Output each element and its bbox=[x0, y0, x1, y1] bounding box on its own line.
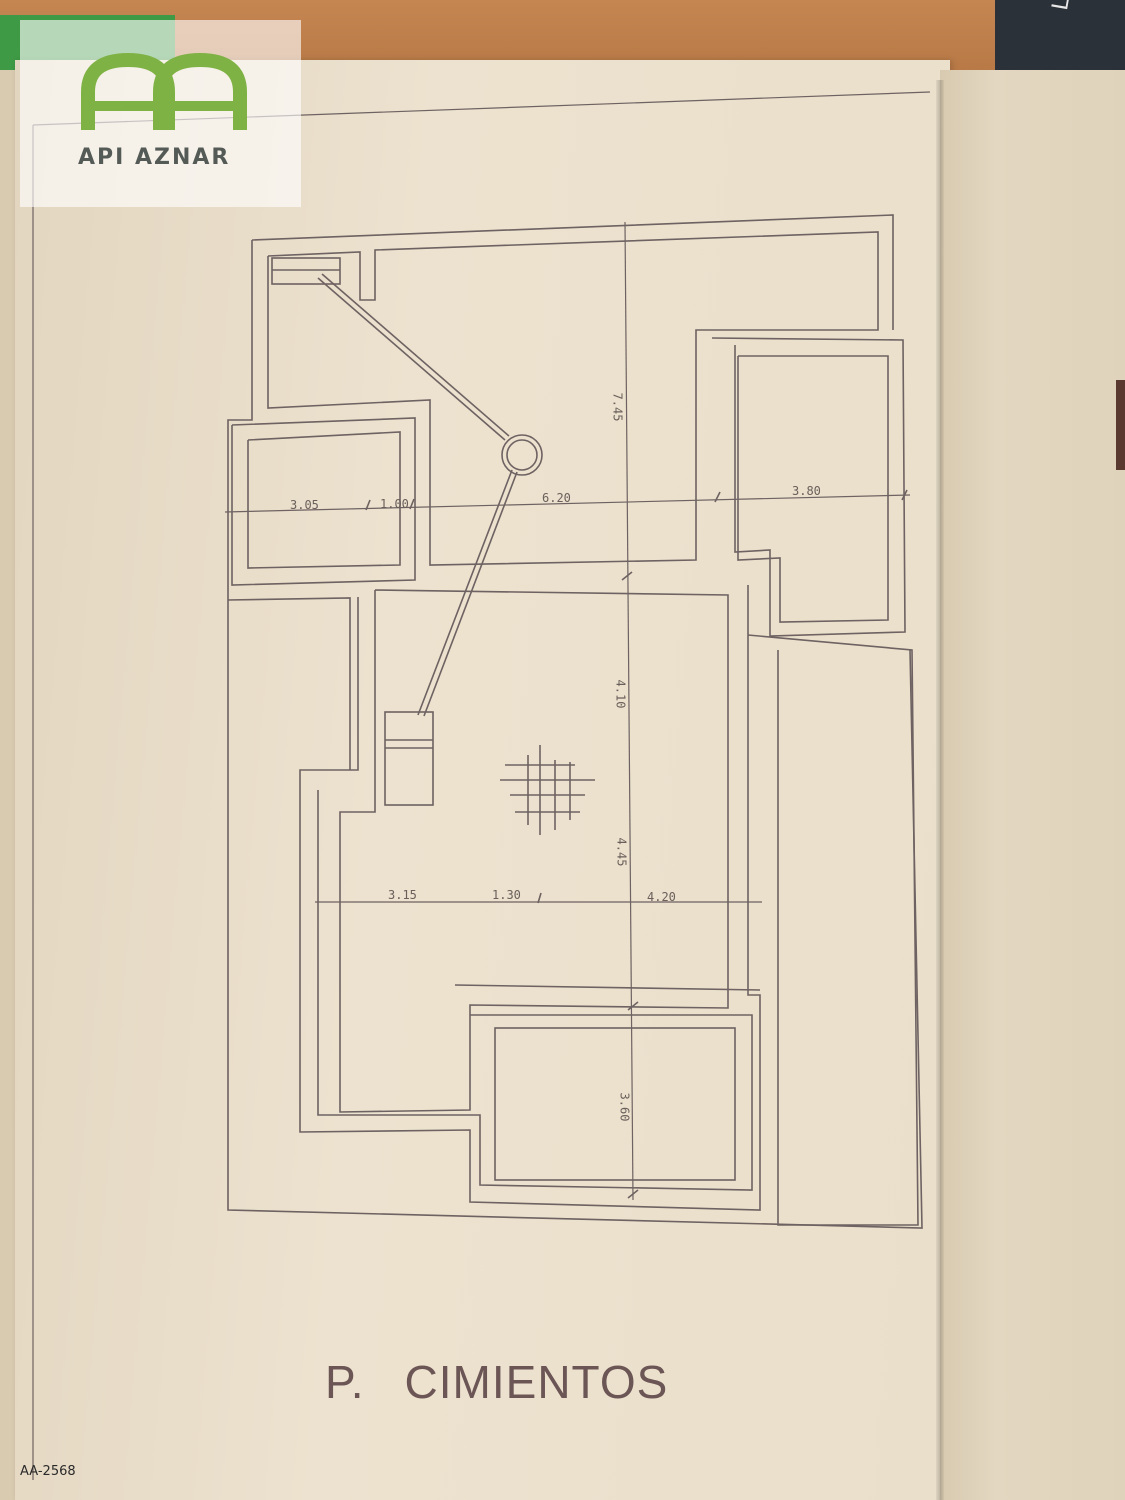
dimension-label: 3.15 bbox=[388, 888, 417, 902]
pipe-upper-a bbox=[317, 277, 506, 441]
central-room-inner bbox=[317, 790, 753, 1191]
dimension-label: 4.20 bbox=[647, 890, 676, 904]
top-strip-inner bbox=[267, 231, 879, 566]
chimney-box bbox=[271, 257, 341, 285]
right-upper-outer bbox=[711, 337, 906, 637]
right-lower-strip bbox=[747, 634, 919, 1226]
tick-3 bbox=[627, 1189, 639, 1199]
tick-8 bbox=[537, 892, 542, 904]
upper-left-room bbox=[247, 431, 401, 569]
facing-page bbox=[940, 70, 1125, 1500]
dimension-label: 1.30 bbox=[492, 888, 521, 902]
page-fold bbox=[936, 80, 944, 1500]
dimension-label: 3.60 bbox=[617, 1092, 632, 1122]
central-room-wall bbox=[299, 585, 761, 1211]
blueprint-page bbox=[15, 60, 950, 1500]
tick-6 bbox=[365, 499, 371, 511]
dimension-label: 7.45 bbox=[610, 392, 625, 422]
central-room-outer bbox=[339, 589, 729, 1113]
lower-room bbox=[494, 1027, 736, 1181]
logo-mark bbox=[81, 52, 247, 130]
dimension-label: 4.45 bbox=[614, 837, 629, 867]
dimension-label: 3.80 bbox=[792, 484, 821, 498]
manhole-outer bbox=[501, 434, 543, 476]
plan-title-main: CIMIENTOS bbox=[404, 1356, 669, 1408]
tick-5 bbox=[714, 491, 721, 503]
right-upper-room bbox=[737, 355, 889, 623]
pipe-lower-a bbox=[417, 469, 513, 716]
logo-a-right bbox=[153, 52, 247, 130]
dimension-label: 1.00 bbox=[380, 497, 409, 511]
page-tab bbox=[1116, 380, 1125, 470]
pipe-upper-b bbox=[321, 273, 510, 437]
watermark-logo bbox=[20, 20, 301, 207]
lower-room-top bbox=[454, 984, 761, 991]
tick-4 bbox=[901, 489, 908, 501]
dimension-label: 4.10 bbox=[613, 679, 628, 709]
reference-code: AA-2568 bbox=[20, 1464, 76, 1479]
outer-top-edge bbox=[251, 214, 894, 330]
manhole-inner bbox=[506, 439, 538, 471]
axis-upper-horizontal bbox=[224, 494, 911, 513]
dimension-label: 6.20 bbox=[542, 491, 571, 505]
brand-name: API AZNAR bbox=[78, 145, 231, 170]
stair-box bbox=[384, 711, 434, 806]
tick-7 bbox=[409, 498, 415, 510]
plan-lines bbox=[32, 91, 931, 1480]
tick-2 bbox=[627, 1001, 639, 1011]
plan-title-prefix: P. bbox=[325, 1356, 365, 1408]
grid-detail bbox=[500, 745, 595, 835]
pipe-lower-b bbox=[423, 471, 518, 717]
outer-perimeter bbox=[227, 240, 923, 1229]
plan-title: P. CIMIENTOS bbox=[325, 1355, 668, 1409]
axis-vertical bbox=[624, 221, 634, 1201]
upper-left-outer bbox=[231, 417, 416, 586]
dimension-label: 3.05 bbox=[290, 498, 319, 512]
dark-book bbox=[995, 0, 1125, 70]
tick-1 bbox=[621, 571, 633, 581]
left-column-room bbox=[227, 597, 351, 770]
